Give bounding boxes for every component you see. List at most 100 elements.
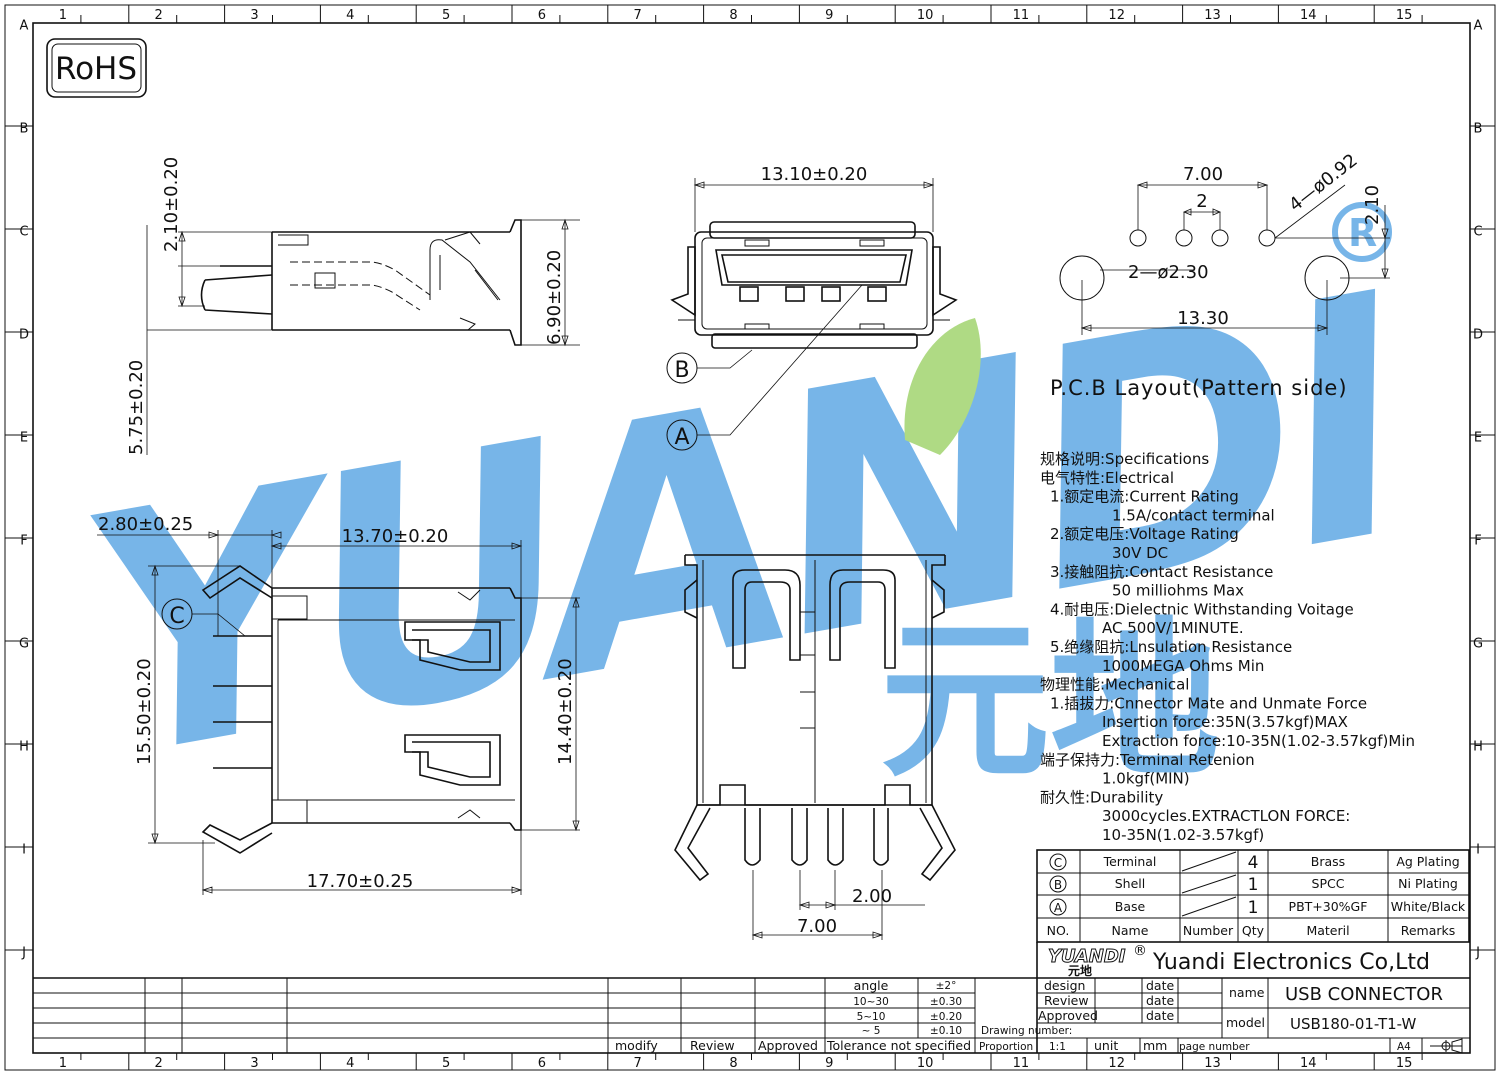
pcb-title: P.C.B Layout(Pattern side) [1050, 376, 1348, 400]
spec-line: 3.接触阻抗:Contact Resistance [1050, 563, 1273, 581]
tol-angle-val: ±2° [936, 980, 957, 992]
company-name: Yuandi Electronics Co,Ltd [1152, 950, 1430, 975]
grid-row-label: E [20, 431, 28, 446]
dim-top-width: 13.70±0.20 [342, 526, 449, 547]
grid-col-label: 13 [1204, 1056, 1221, 1071]
grid-row-label: I [22, 843, 26, 858]
dim-side-offset: 5.75±0.20 [126, 360, 147, 455]
spec-line: AC 500V/1MINUTE. [1102, 619, 1244, 637]
grid-col-label: 9 [825, 8, 833, 23]
dim-top-inner: 14.40±0.20 [555, 658, 576, 765]
bom-remarks: Ag Plating [1396, 854, 1459, 869]
callout-a: A [674, 425, 689, 450]
tb-unit-value: mm [1143, 1038, 1167, 1053]
bom-qty: 1 [1248, 898, 1259, 918]
spec-line: 1.额定电流:Current Rating [1050, 488, 1239, 506]
tol-row-3-val: ±0.10 [930, 1025, 962, 1037]
dim-top-total: 17.70±0.25 [307, 871, 414, 892]
grid-row-label: C [1473, 225, 1482, 240]
logo-reg: ® [1133, 943, 1147, 959]
spec-line: Insertion force:35N(3.57kgf)MAX [1102, 713, 1348, 731]
grid-row-label: D [1473, 328, 1483, 343]
top-view: C 2.80±0.25 13.70±0.20 15.50±0.20 14.40±… [97, 514, 580, 895]
tb-design: design [1044, 978, 1085, 993]
tb-page-number: page number [1179, 1041, 1250, 1053]
grid-col-label: 6 [538, 1056, 546, 1071]
projection-symbol-icon [1430, 1038, 1463, 1054]
grid-row-label: J [1475, 946, 1480, 961]
callout-c: C [169, 604, 184, 629]
grid-col-label: 3 [250, 8, 258, 23]
grid-col-label: 14 [1300, 1056, 1317, 1071]
watermark-leaf-icon [904, 318, 981, 455]
tb-review: Review [1044, 993, 1089, 1008]
bom-no: B [1054, 878, 1062, 892]
tb-name-label: name [1229, 985, 1265, 1000]
tol-footer: Tolerance not specified [826, 1038, 971, 1053]
tol-row-3: ~ 5 [862, 1025, 881, 1037]
grid-row-label: E [1474, 431, 1482, 446]
spec-line: 2.额定电压:Voltage Rating [1050, 525, 1239, 543]
spec-line: 5.绝缘阻抗:Lnsulation Resistance [1050, 638, 1292, 656]
tb-size: A4 [1397, 1041, 1411, 1053]
bom-qty: 4 [1248, 853, 1259, 873]
grid-row-label: G [19, 637, 29, 652]
tb-date-3: date [1146, 1008, 1174, 1023]
grid-row-label: B [1474, 122, 1483, 137]
bom-header-remarks: Remarks [1401, 923, 1456, 938]
grid-row-label: H [19, 740, 29, 755]
grid-row-label: I [1476, 843, 1480, 858]
grid-row-label: B [20, 122, 29, 137]
bom-remarks: White/Black [1391, 899, 1466, 914]
bom-name: Terminal [1103, 854, 1157, 869]
front-view: 13.10±0.20 B A [666, 164, 958, 451]
rohs-badge: RoHS [46, 38, 147, 98]
bom-name: Base [1115, 899, 1146, 914]
bom-remarks: Ni Plating [1398, 876, 1458, 891]
grid-col-label: 4 [346, 1056, 354, 1071]
grid-col-label: 11 [1013, 8, 1030, 23]
dim-side-height: 6.90±0.20 [544, 250, 565, 345]
spec-line: 物理性能:Mechanical [1040, 676, 1189, 694]
grid-row-label: H [1473, 740, 1483, 755]
spec-line: 10-35N(1.02-3.57kgf) [1102, 826, 1264, 844]
tol-row-1: 10~30 [853, 996, 889, 1008]
dim-top-tab: 2.80±0.25 [98, 514, 193, 535]
grid-row-label: A [20, 19, 29, 34]
bom-no: A [1054, 901, 1063, 915]
dim-side-tab: 2.10±0.20 [161, 157, 182, 252]
grid-col-label: 1 [59, 8, 67, 23]
logo-cn: 元地 [1068, 963, 1092, 978]
spec-line: 50 milliohms Max [1112, 582, 1244, 600]
bom-material: PBT+30%GF [1289, 899, 1368, 914]
pcb-dim-span: 7.00 [1183, 164, 1223, 185]
spec-line: 3000cycles.EXTRACTLON FORCE: [1102, 807, 1350, 825]
grid-col-label: 8 [729, 8, 737, 23]
bom-header-number: Number [1183, 923, 1234, 938]
logo-text: YUANDI [1048, 946, 1126, 967]
spec-line: 1.插拔力:Cnnector Mate and Unmate Force [1050, 694, 1367, 712]
grid-row-label: F [1474, 534, 1481, 549]
grid-col-label: 2 [155, 8, 163, 23]
grid-col-label: 10 [917, 1056, 934, 1071]
spec-line: Extraction force:10-35N(1.02-3.57kgf)Min [1102, 732, 1415, 750]
spec-line: 1.5A/contact terminal [1112, 506, 1275, 524]
tb-model-value: USB180-01-T1-W [1290, 1015, 1416, 1033]
title-block: YUANDI ® 元地 Yuandi Electronics Co,Ltd de… [33, 942, 1470, 1054]
tb-date-1: date [1146, 978, 1174, 993]
grid-col-label: 15 [1396, 8, 1413, 23]
pcb-dim-boss-span: 13.30 [1177, 308, 1229, 329]
spec-line: 端子保持力:Terminal Retenion [1040, 751, 1255, 769]
tol-row-1-val: ±0.30 [930, 996, 962, 1008]
bom-no: C [1054, 856, 1062, 870]
grid-col-label: 2 [155, 1056, 163, 1071]
tb-approved: Approved [1038, 1008, 1098, 1023]
spec-line: 规格说明:Specifications [1040, 450, 1209, 468]
specifications: 规格说明:Specifications电气特性:Electrical1.额定电流… [1040, 450, 1415, 844]
grid-col-label: 1 [59, 1056, 67, 1071]
grid-col-label: 9 [825, 1056, 833, 1071]
grid-row-label: C [19, 225, 28, 240]
dim-front-width: 13.10±0.20 [761, 164, 868, 185]
